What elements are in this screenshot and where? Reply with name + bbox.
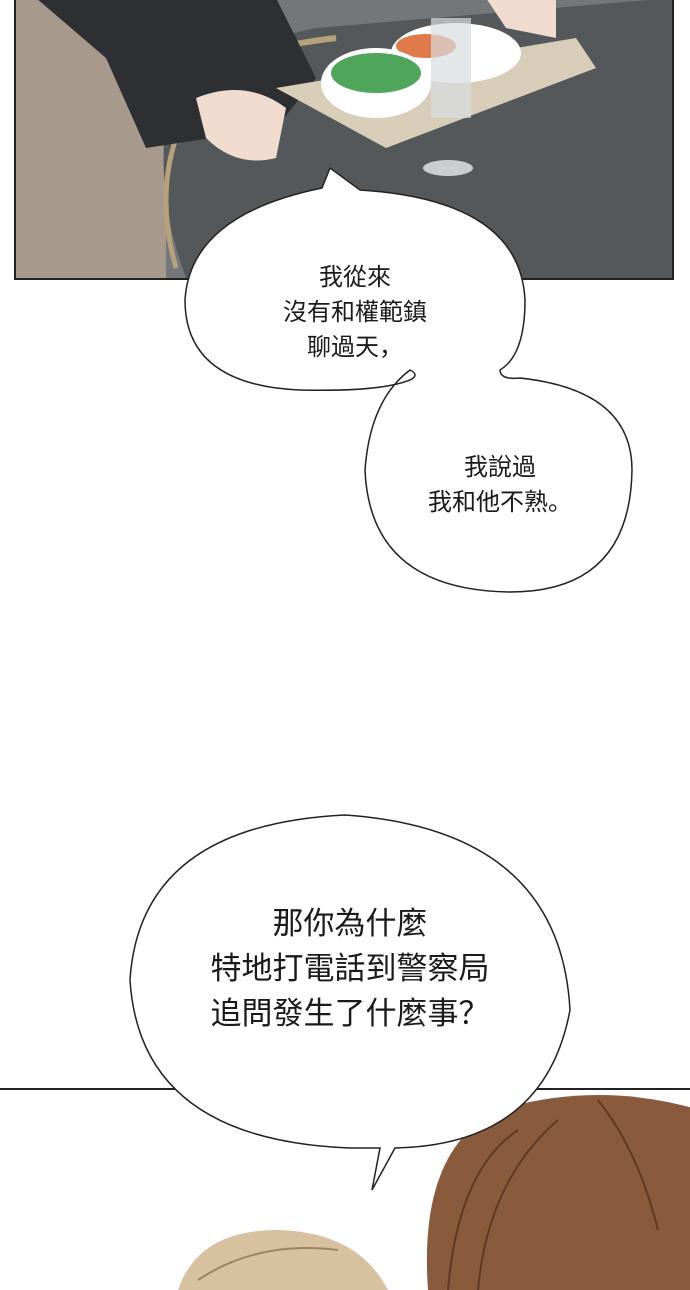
- bubble-3-line-2: 特地打電話到警察局: [210, 950, 490, 987]
- bottom-panel-characters: [0, 1088, 690, 1290]
- bubble-3-text: 那你為什麼 特地打電話到警察局 追問發生了什麼事？: [160, 902, 540, 1037]
- bubble-1-line-2: 沒有和權範鎮: [283, 297, 427, 326]
- characters-illustration: [178, 1095, 690, 1290]
- bubble-1-line-1: 我從來: [319, 263, 391, 291]
- bubble-2-line-1: 我說過: [464, 453, 536, 481]
- bubble-3-line-3: 追問發生了什麼事？: [210, 995, 490, 1032]
- bubble-2-line-2: 我和他不熟。: [428, 487, 572, 516]
- bubble-1-text: 我從來 沒有和權範鎮 聊過天，: [230, 260, 480, 364]
- bubble-3-line-1: 那你為什麼: [272, 906, 428, 942]
- speech-bubble-2: [129, 814, 571, 1191]
- speech-bubble-1: [184, 166, 633, 593]
- bubble-2-text: 我說過 我和他不熟。: [400, 450, 600, 520]
- bubble-1-line-3: 聊過天，: [307, 332, 403, 361]
